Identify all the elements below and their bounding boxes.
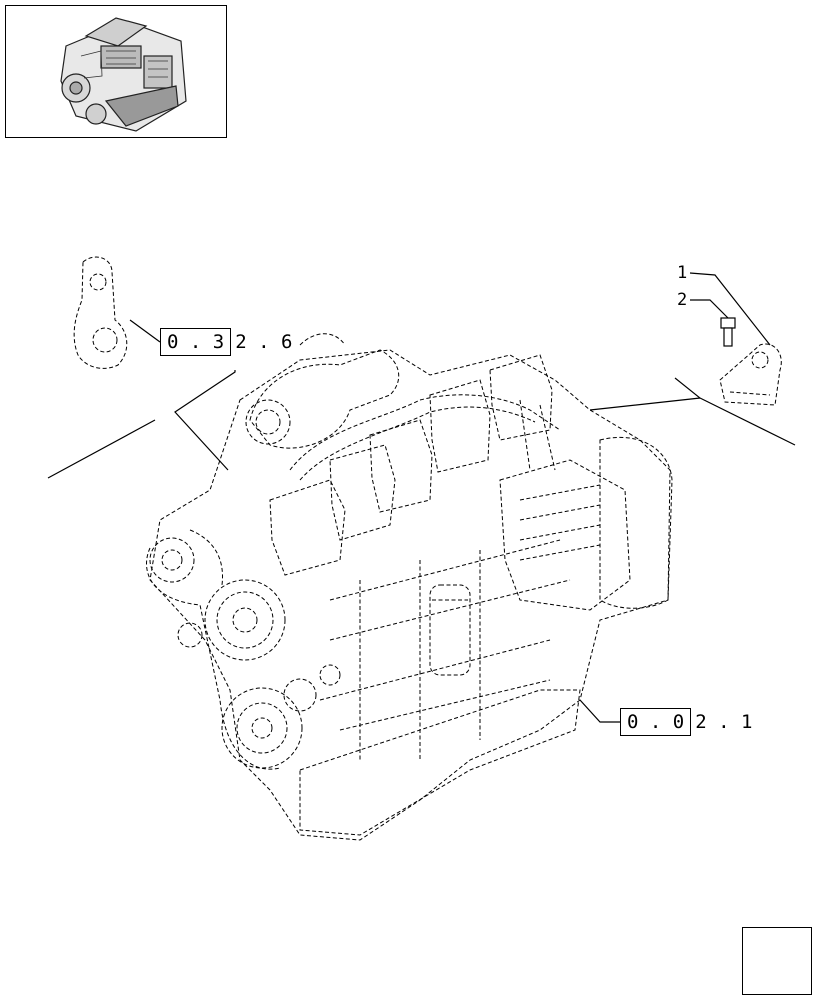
engine-thumbnail-icon [60, 17, 187, 132]
engine-block-outline [149, 349, 671, 841]
leader-item-1 [689, 272, 771, 346]
gasket-outline [73, 256, 128, 369]
bracket-part [719, 343, 782, 406]
back-navigation-button[interactable] [742, 927, 812, 995]
reference-label-032-6[interactable]: 0 . 3 2 . 6 [160, 328, 292, 356]
leader-bracket [589, 377, 796, 446]
leader-0-0 [579, 699, 620, 723]
reference-box: 0 . 0 [620, 708, 692, 736]
reference-suffix: 2 . 6 [235, 331, 293, 353]
leader-item-2 [690, 299, 729, 319]
injection-pump [499, 459, 631, 611]
bolt-part [720, 317, 736, 329]
fuel-filter [429, 584, 471, 676]
valve-cover-2 [329, 444, 396, 541]
valve-cover-3 [369, 419, 433, 513]
turbocharger [249, 349, 400, 449]
valve-cover-1 [269, 479, 346, 576]
engine-thumbnail[interactable] [5, 5, 227, 138]
crank-pulley [221, 687, 303, 769]
leader-0-3-fan [47, 370, 236, 479]
callout-1: 1 [677, 263, 688, 283]
reference-suffix: 2 . 1 [695, 711, 753, 733]
reference-box: 0 . 3 [160, 328, 232, 356]
oil-pan-outline [299, 689, 581, 836]
leader-0-3 [129, 319, 161, 343]
reference-label-002-1[interactable]: 0 . 0 2 . 1 [620, 708, 752, 736]
fan-pulley [204, 579, 286, 661]
flywheel-housing [599, 436, 673, 609]
valve-cover-4 [429, 379, 491, 473]
callout-2: 2 [677, 290, 688, 310]
